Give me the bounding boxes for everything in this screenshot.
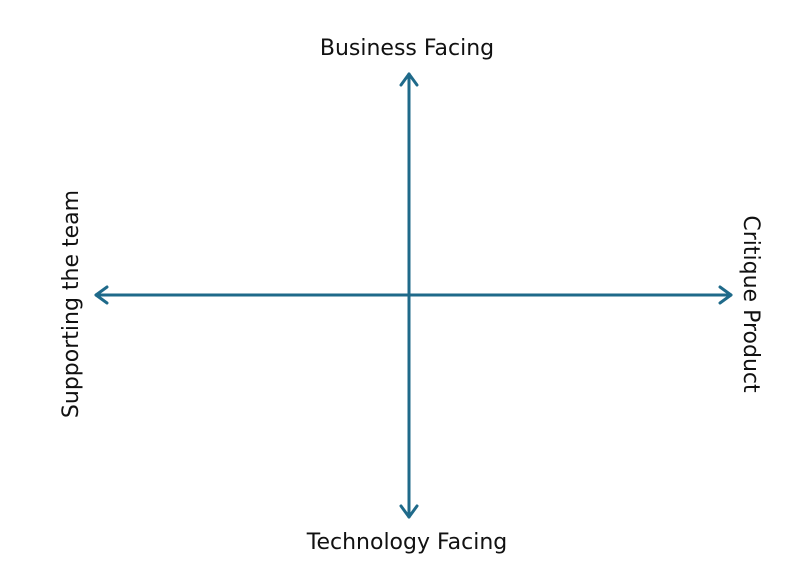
arrowhead-left-icon <box>94 285 109 305</box>
business-facing-label: Business Facing <box>319 36 495 61</box>
axis-label-top: Business Facing <box>0 38 794 60</box>
arrowhead-right-icon <box>718 285 733 305</box>
axis-label-bottom: Technology Facing <box>0 532 794 554</box>
arrowhead-up-icon <box>399 72 419 87</box>
technology-facing-label: Technology Facing <box>306 530 508 555</box>
supporting-the-team-label: Supporting the team <box>59 189 84 419</box>
critique-product-label: Critique Product <box>738 215 763 393</box>
arrowhead-down-icon <box>399 504 419 519</box>
